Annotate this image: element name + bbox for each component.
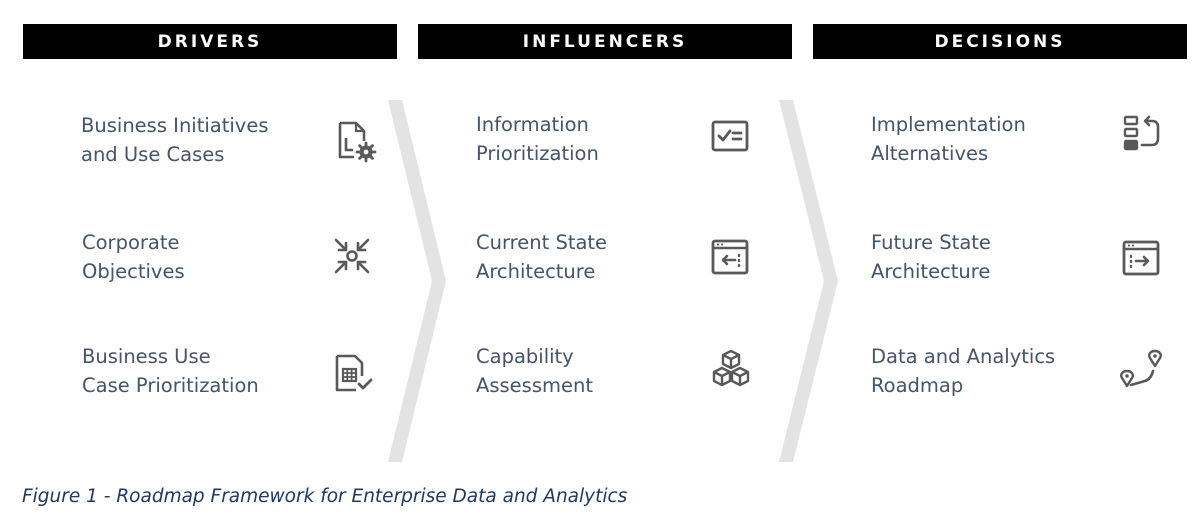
converge-arrows-icon [326, 230, 378, 282]
chevron-left [388, 100, 446, 462]
item-label-line2: Prioritization [476, 142, 599, 165]
window-arrow-left-icon [704, 231, 756, 283]
item-label-line1: Data and Analytics [871, 345, 1056, 368]
item-label-line1: Future State [871, 231, 991, 254]
item-label-line1: Current State [476, 231, 608, 254]
item-label-line2: Roadmap [871, 374, 964, 397]
item-label-line2: Architecture [871, 260, 991, 283]
item-label-line2: Assessment [476, 374, 593, 397]
chevron-right [779, 100, 838, 462]
item-capability-assessment: Capability Assessment [476, 342, 593, 400]
item-label-line1: Capability [476, 345, 574, 368]
item-label-line2: Architecture [476, 260, 596, 283]
item-label-line2: Alternatives [871, 142, 989, 165]
item-label-line1: Implementation [871, 113, 1026, 136]
item-data-and-analytics-roadmap: Data and Analytics Roadmap [871, 342, 1055, 400]
item-current-state-architecture: Current State Architecture [476, 228, 607, 286]
chevron-separators [388, 100, 838, 462]
header-influencers-label: INFLUENCERS [522, 31, 688, 52]
item-label-line1: Business Initiatives [81, 114, 269, 137]
item-future-state-architecture: Future State Architecture [871, 228, 991, 286]
figure-caption: Figure 1 - Roadmap Framework for Enterpr… [22, 486, 628, 507]
item-business-initiatives: Business Initiatives and Use Cases [81, 111, 269, 169]
item-business-use-case-prioritization: Business Use Case Prioritization [82, 342, 259, 400]
header-influencers: INFLUENCERS [418, 24, 792, 59]
item-label-line1: Information [476, 113, 589, 136]
window-arrow-right-icon [1115, 232, 1167, 284]
swap-list-icon [1116, 109, 1168, 161]
item-label-line2: Objectives [82, 260, 185, 283]
item-information-prioritization: Information Prioritization [476, 110, 599, 168]
checklist-icon [704, 110, 756, 162]
item-implementation-alternatives: Implementation Alternatives [871, 110, 1026, 168]
item-label-line2: and Use Cases [81, 143, 225, 166]
cubes-icon [705, 345, 757, 397]
header-drivers-label: DRIVERS [157, 31, 263, 52]
header-decisions-label: DECISIONS [934, 31, 1066, 52]
header-drivers: DRIVERS [23, 24, 397, 59]
report-settings-icon [328, 115, 380, 167]
route-pins-icon [1115, 345, 1167, 397]
item-label-line2: Case Prioritization [82, 374, 259, 397]
header-decisions: DECISIONS [813, 24, 1187, 59]
item-label-line1: Business Use [82, 345, 211, 368]
item-label-line1: Corporate [82, 231, 180, 254]
item-corporate-objectives: Corporate Objectives [82, 228, 185, 286]
spreadsheet-check-icon [326, 348, 378, 400]
